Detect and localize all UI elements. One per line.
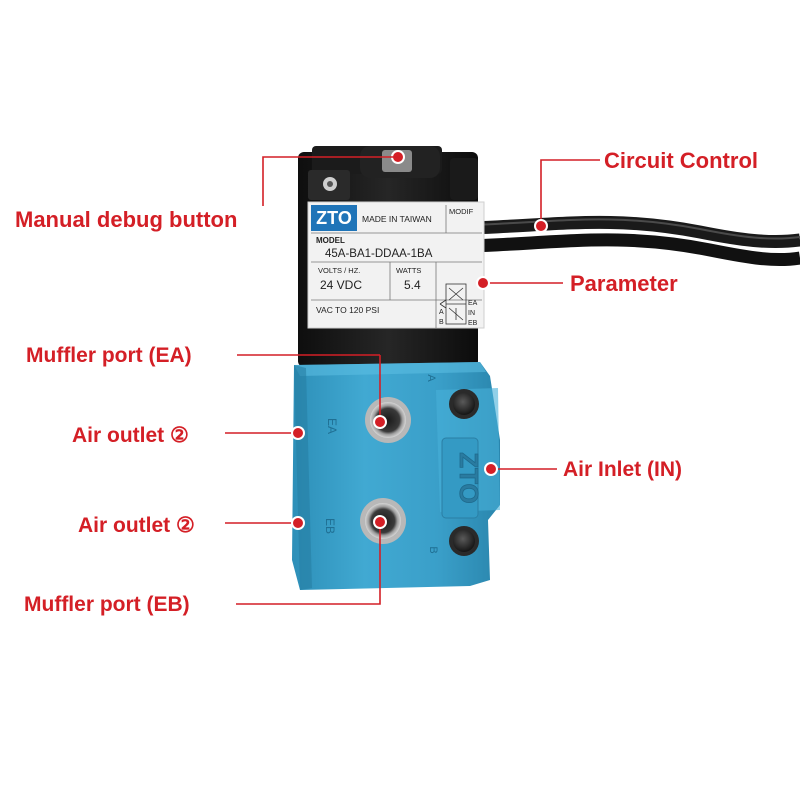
mount-bolt-top	[449, 389, 479, 419]
valve-body: ZTO EA EB A B	[292, 362, 500, 590]
callout-dots	[291, 219, 548, 530]
dot-circuit-control	[534, 219, 548, 233]
callout-muffler-ea: Muffler port (EA)	[26, 344, 192, 367]
cable	[469, 215, 800, 267]
leader-circuit-control	[540, 159, 600, 226]
callout-manual-debug: Manual debug button	[15, 207, 238, 232]
label-modif: MODIF	[449, 207, 474, 216]
dot-muffler-ea	[373, 415, 387, 429]
leader-manual-debug	[262, 156, 398, 206]
body-molded-brand: ZTO	[454, 452, 484, 504]
callout-circuit-control: Circuit Control	[604, 148, 758, 173]
body-port-ea-mark: EA	[325, 418, 339, 434]
dot-muffler-eb	[373, 515, 387, 529]
label-port-in: IN	[468, 310, 475, 317]
label-port-b: B	[439, 319, 444, 326]
valve-symbol-icon	[439, 283, 467, 325]
label-port-a: A	[439, 309, 444, 316]
label-volts-caption: VOLTS / HZ.	[318, 266, 360, 275]
leader-muffler-eb	[236, 522, 381, 605]
body-mark-a: A	[425, 374, 437, 382]
label-watts-caption: WATTS	[396, 266, 421, 275]
callout-air-outlet-2: Air outlet ②	[78, 514, 195, 537]
dot-air-inlet	[484, 462, 498, 476]
callout-parameter: Parameter	[570, 271, 678, 296]
body-mark-b: B	[427, 546, 439, 553]
callout-air-inlet: Air Inlet (IN)	[563, 458, 682, 481]
label-volts: 24 VDC	[320, 278, 362, 292]
label-watts: 5.4	[404, 278, 421, 292]
label-brand: ZTO	[316, 208, 352, 228]
label-port-ea: EA	[468, 300, 478, 307]
mount-bolt-bottom	[449, 526, 479, 556]
label-pressure: VAC TO 120 PSI	[316, 305, 379, 315]
label-port-eb: EB	[468, 320, 478, 327]
body-port-eb-mark: EB	[323, 518, 337, 534]
dot-air-outlet-1	[291, 426, 305, 440]
dot-air-outlet-2	[291, 516, 305, 530]
callout-muffler-eb: Muffler port (EB)	[24, 593, 190, 616]
label-model: 45A-BA1-DDAA-1BA	[325, 248, 433, 260]
port-top	[365, 397, 411, 443]
leader-lines	[225, 156, 600, 605]
label-model-caption: MODEL	[316, 236, 345, 245]
label-made-in: MADE IN TAIWAN	[362, 214, 432, 224]
callout-air-outlet-1: Air outlet ②	[72, 424, 189, 447]
dot-parameter	[476, 276, 490, 290]
nameplate-label: ZTO MADE IN TAIWAN MODIF MODEL 45A-BA1-D…	[307, 201, 485, 329]
